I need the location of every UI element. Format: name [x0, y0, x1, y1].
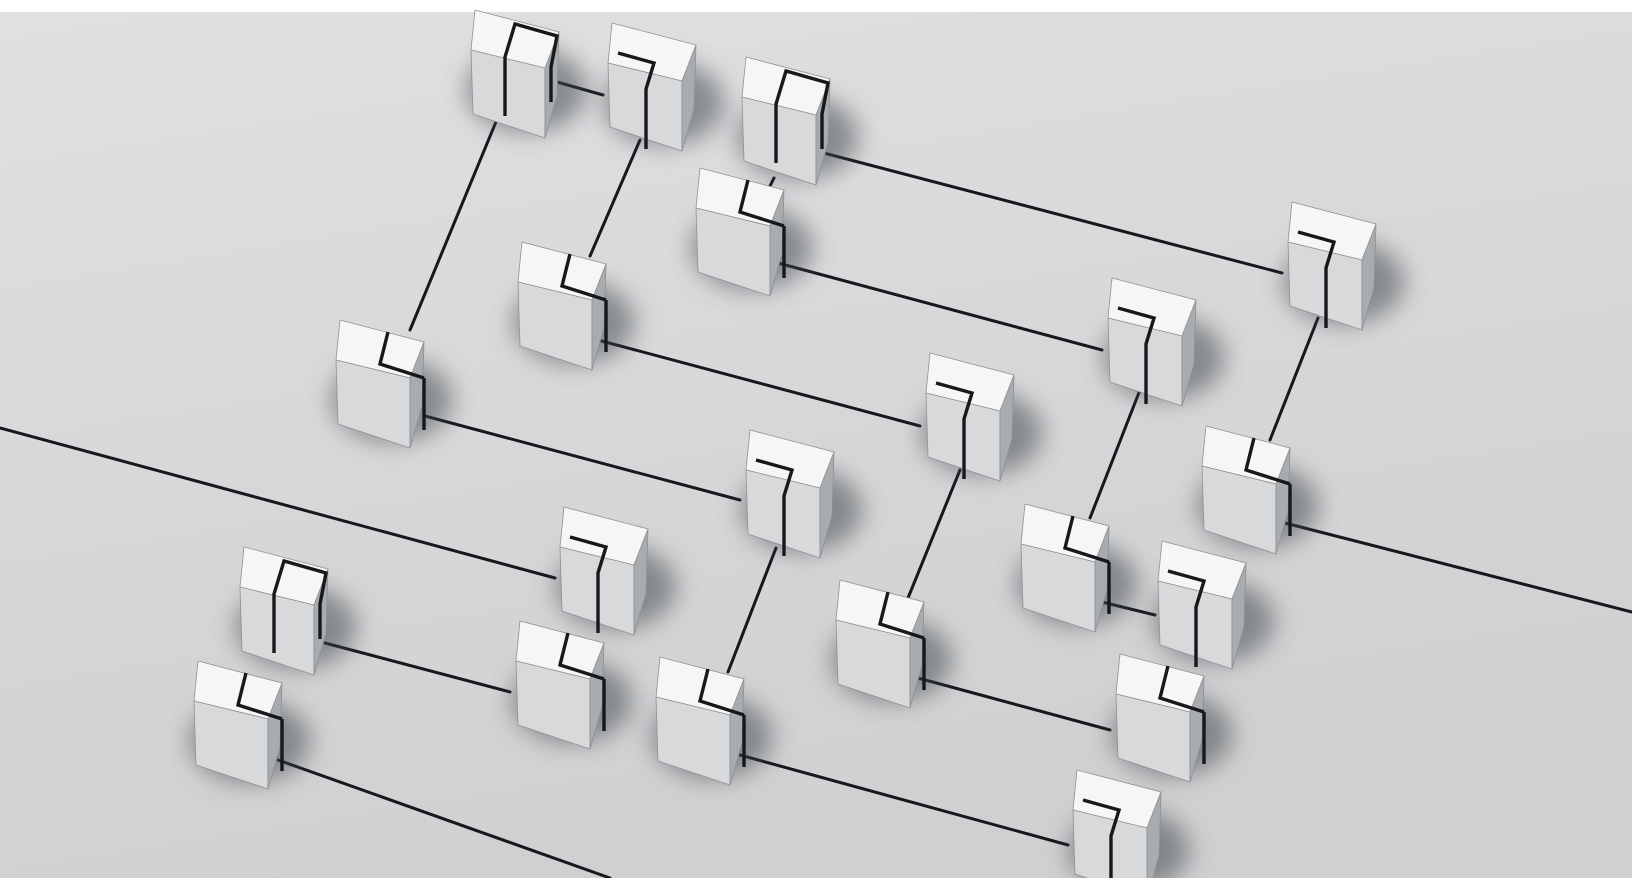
white-cube-connector	[1107, 277, 1197, 407]
white-cube-connector	[1287, 201, 1377, 331]
wires-layer	[0, 78, 1632, 878]
black-wire-trace	[408, 98, 507, 332]
white-cube-connector	[470, 9, 560, 139]
white-cube-connector	[559, 506, 649, 636]
white-cube-connector	[835, 579, 926, 709]
white-cube-connector	[655, 656, 746, 786]
black-wire-trace	[726, 546, 778, 674]
white-cube-connector	[239, 546, 329, 676]
white-cube-connector	[193, 660, 284, 790]
white-cube-connector	[1157, 540, 1247, 670]
white-cube-connector	[1072, 769, 1162, 878]
white-cube-connector	[1201, 425, 1292, 555]
white-cube-connector	[335, 319, 426, 449]
white-cube-connector	[745, 429, 835, 559]
black-wire-trace	[423, 414, 742, 502]
white-cube-connector	[515, 620, 606, 750]
top-white-band	[0, 0, 1632, 12]
white-cube-connector	[517, 241, 608, 371]
black-wire-trace	[0, 426, 557, 580]
cubes-layer	[193, 9, 1377, 878]
white-cube-connector	[695, 167, 786, 297]
black-wire-trace	[768, 176, 776, 188]
black-wire-trace	[1268, 316, 1320, 442]
black-wire-trace	[588, 138, 642, 258]
black-wire-trace	[906, 468, 962, 600]
black-wire-trace	[776, 261, 1104, 352]
black-wire-trace	[916, 676, 1112, 732]
black-wire-trace	[1088, 388, 1142, 520]
black-wire-trace	[596, 338, 922, 428]
black-wire-trace	[276, 758, 612, 878]
white-cube-connector	[741, 56, 831, 186]
black-wire-trace	[323, 641, 512, 694]
black-wire-trace	[1283, 521, 1632, 614]
white-cube-connector	[925, 352, 1015, 482]
white-cube-connector	[1115, 653, 1206, 783]
black-wire-trace	[738, 753, 1070, 847]
black-wire-trace	[818, 150, 1284, 275]
white-cube-connector	[607, 22, 697, 152]
white-cube-connector	[1020, 503, 1111, 633]
